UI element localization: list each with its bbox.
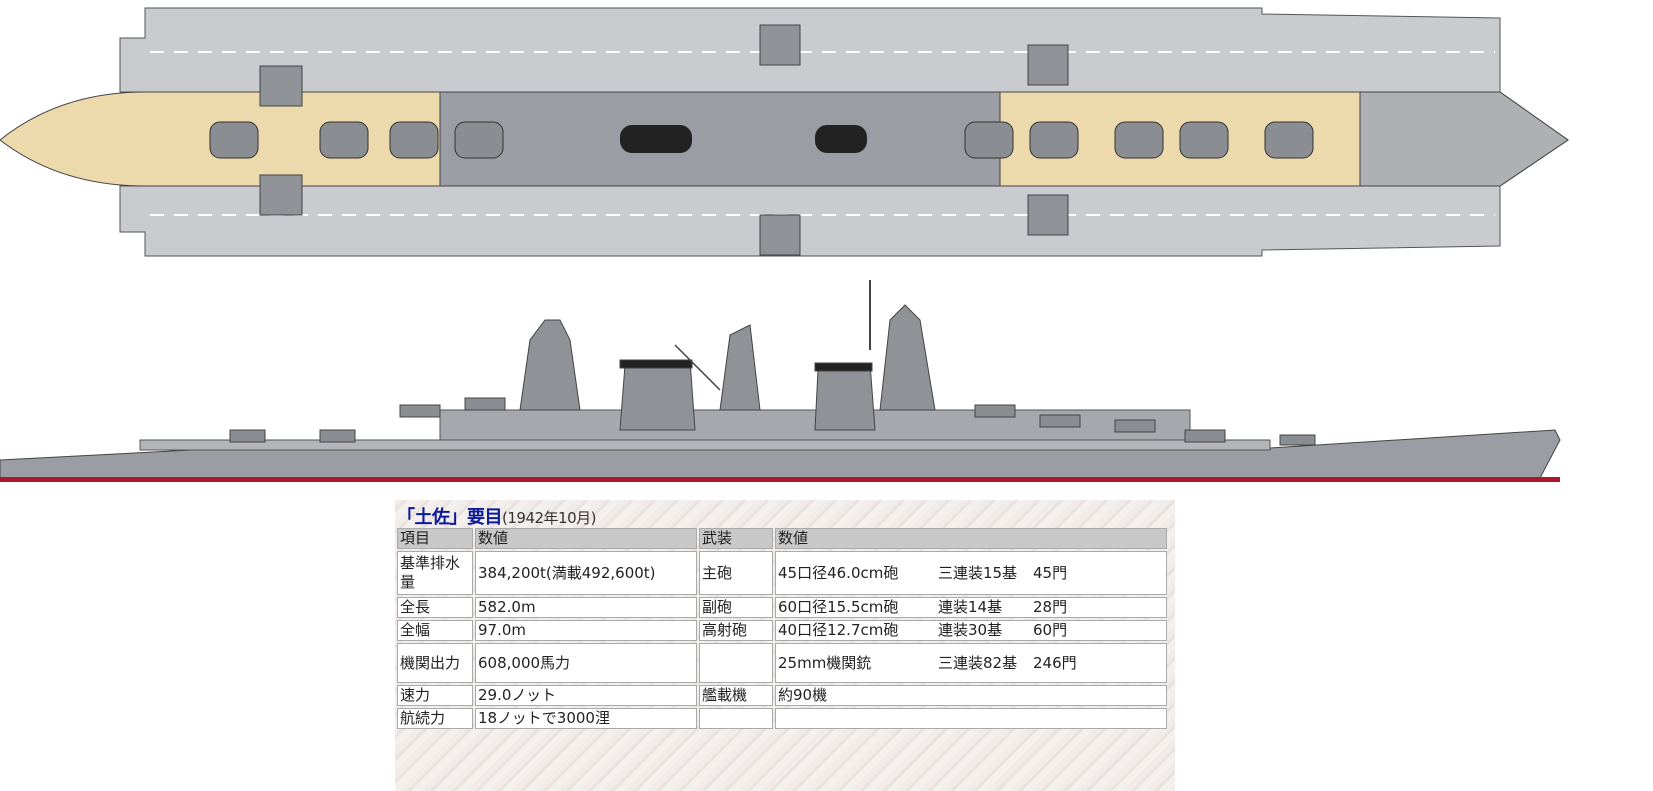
item-cell: 航続力 bbox=[397, 708, 473, 729]
header-item: 項目 bbox=[397, 528, 473, 549]
arm-value-part: 三連装15基 bbox=[938, 563, 1018, 582]
arm-value-part: 三連装82基 bbox=[938, 653, 1018, 672]
arm-value-part: 約90機 bbox=[778, 686, 828, 704]
arm-value-part: 25mm機関銃 bbox=[778, 653, 872, 672]
spec-title: 「土佐」要目(1942年10月) bbox=[397, 503, 596, 529]
waterline bbox=[0, 477, 1560, 482]
arm-value-part: 246門 bbox=[1033, 653, 1077, 672]
item-cell: 基準排水量 bbox=[397, 551, 473, 595]
arm-value-part: 45門 bbox=[1033, 563, 1068, 582]
spec-date: (1942年10月) bbox=[502, 509, 596, 527]
arm-value-part: 40口径12.7cm砲 bbox=[778, 621, 899, 639]
main-turrets bbox=[209, 121, 1314, 159]
arm-value-cell: 40口径12.7cm砲 連装30基 60門 bbox=[775, 620, 1167, 641]
header-value: 数値 bbox=[475, 528, 697, 549]
arm-cell: 艦載機 bbox=[699, 685, 773, 706]
arm-cell bbox=[699, 708, 773, 729]
arm-value-part: 60口径15.5cm砲 bbox=[778, 598, 899, 616]
arm-value-cell: 60口径15.5cm砲 連装14基 28門 bbox=[775, 597, 1167, 618]
flight-deck-lower bbox=[119, 185, 1501, 257]
main-hull-deck bbox=[0, 91, 1569, 187]
item-cell: 全長 bbox=[397, 597, 473, 618]
arm-cell: 高射砲 bbox=[699, 620, 773, 641]
flight-deck-upper bbox=[119, 7, 1501, 93]
item-cell: 全幅 bbox=[397, 620, 473, 641]
value-cell: 608,000馬力 bbox=[475, 643, 697, 683]
item-cell: 速力 bbox=[397, 685, 473, 706]
superstructure bbox=[519, 280, 936, 431]
spec-title-text: 「土佐」要目 bbox=[397, 507, 503, 528]
hull-profile bbox=[0, 409, 1561, 482]
arm-value-cell bbox=[775, 708, 1167, 729]
arm-value-part: 45口径46.0cm砲 bbox=[778, 563, 899, 582]
arm-value-part: 連装30基 bbox=[938, 621, 1003, 639]
value-cell: 18ノットで3000浬 bbox=[475, 708, 697, 729]
arm-value-cell: 25mm機関銃 三連装82基 246門 bbox=[775, 643, 1167, 683]
elevators bbox=[259, 24, 1069, 256]
arm-cell: 副砲 bbox=[699, 597, 773, 618]
value-cell: 29.0ノット bbox=[475, 685, 697, 706]
arm-cell: 主砲 bbox=[699, 551, 773, 595]
arm-cell bbox=[699, 643, 773, 683]
arm-value-part: 60門 bbox=[1033, 621, 1068, 639]
side-turrets bbox=[229, 397, 1316, 446]
ship-plan-view bbox=[0, 7, 1569, 257]
value-cell: 582.0m bbox=[475, 597, 697, 618]
arm-value-cell: 約90機 bbox=[775, 685, 1167, 706]
arm-value-cell: 45口径46.0cm砲 三連装15基 45門 bbox=[775, 551, 1167, 595]
value-cell: 97.0m bbox=[475, 620, 697, 641]
item-cell: 機関出力 bbox=[397, 643, 473, 683]
header-arm: 武装 bbox=[699, 528, 773, 549]
arm-value-part: 28門 bbox=[1033, 598, 1068, 616]
value-cell: 384,200t(満載492,600t) bbox=[475, 551, 697, 595]
table-header: 項目 数値 武装 数値 bbox=[397, 528, 1167, 549]
ship-side-view bbox=[0, 280, 1561, 482]
arm-value-part: 連装14基 bbox=[938, 598, 1003, 616]
header-arm-value: 数値 bbox=[775, 528, 1167, 549]
